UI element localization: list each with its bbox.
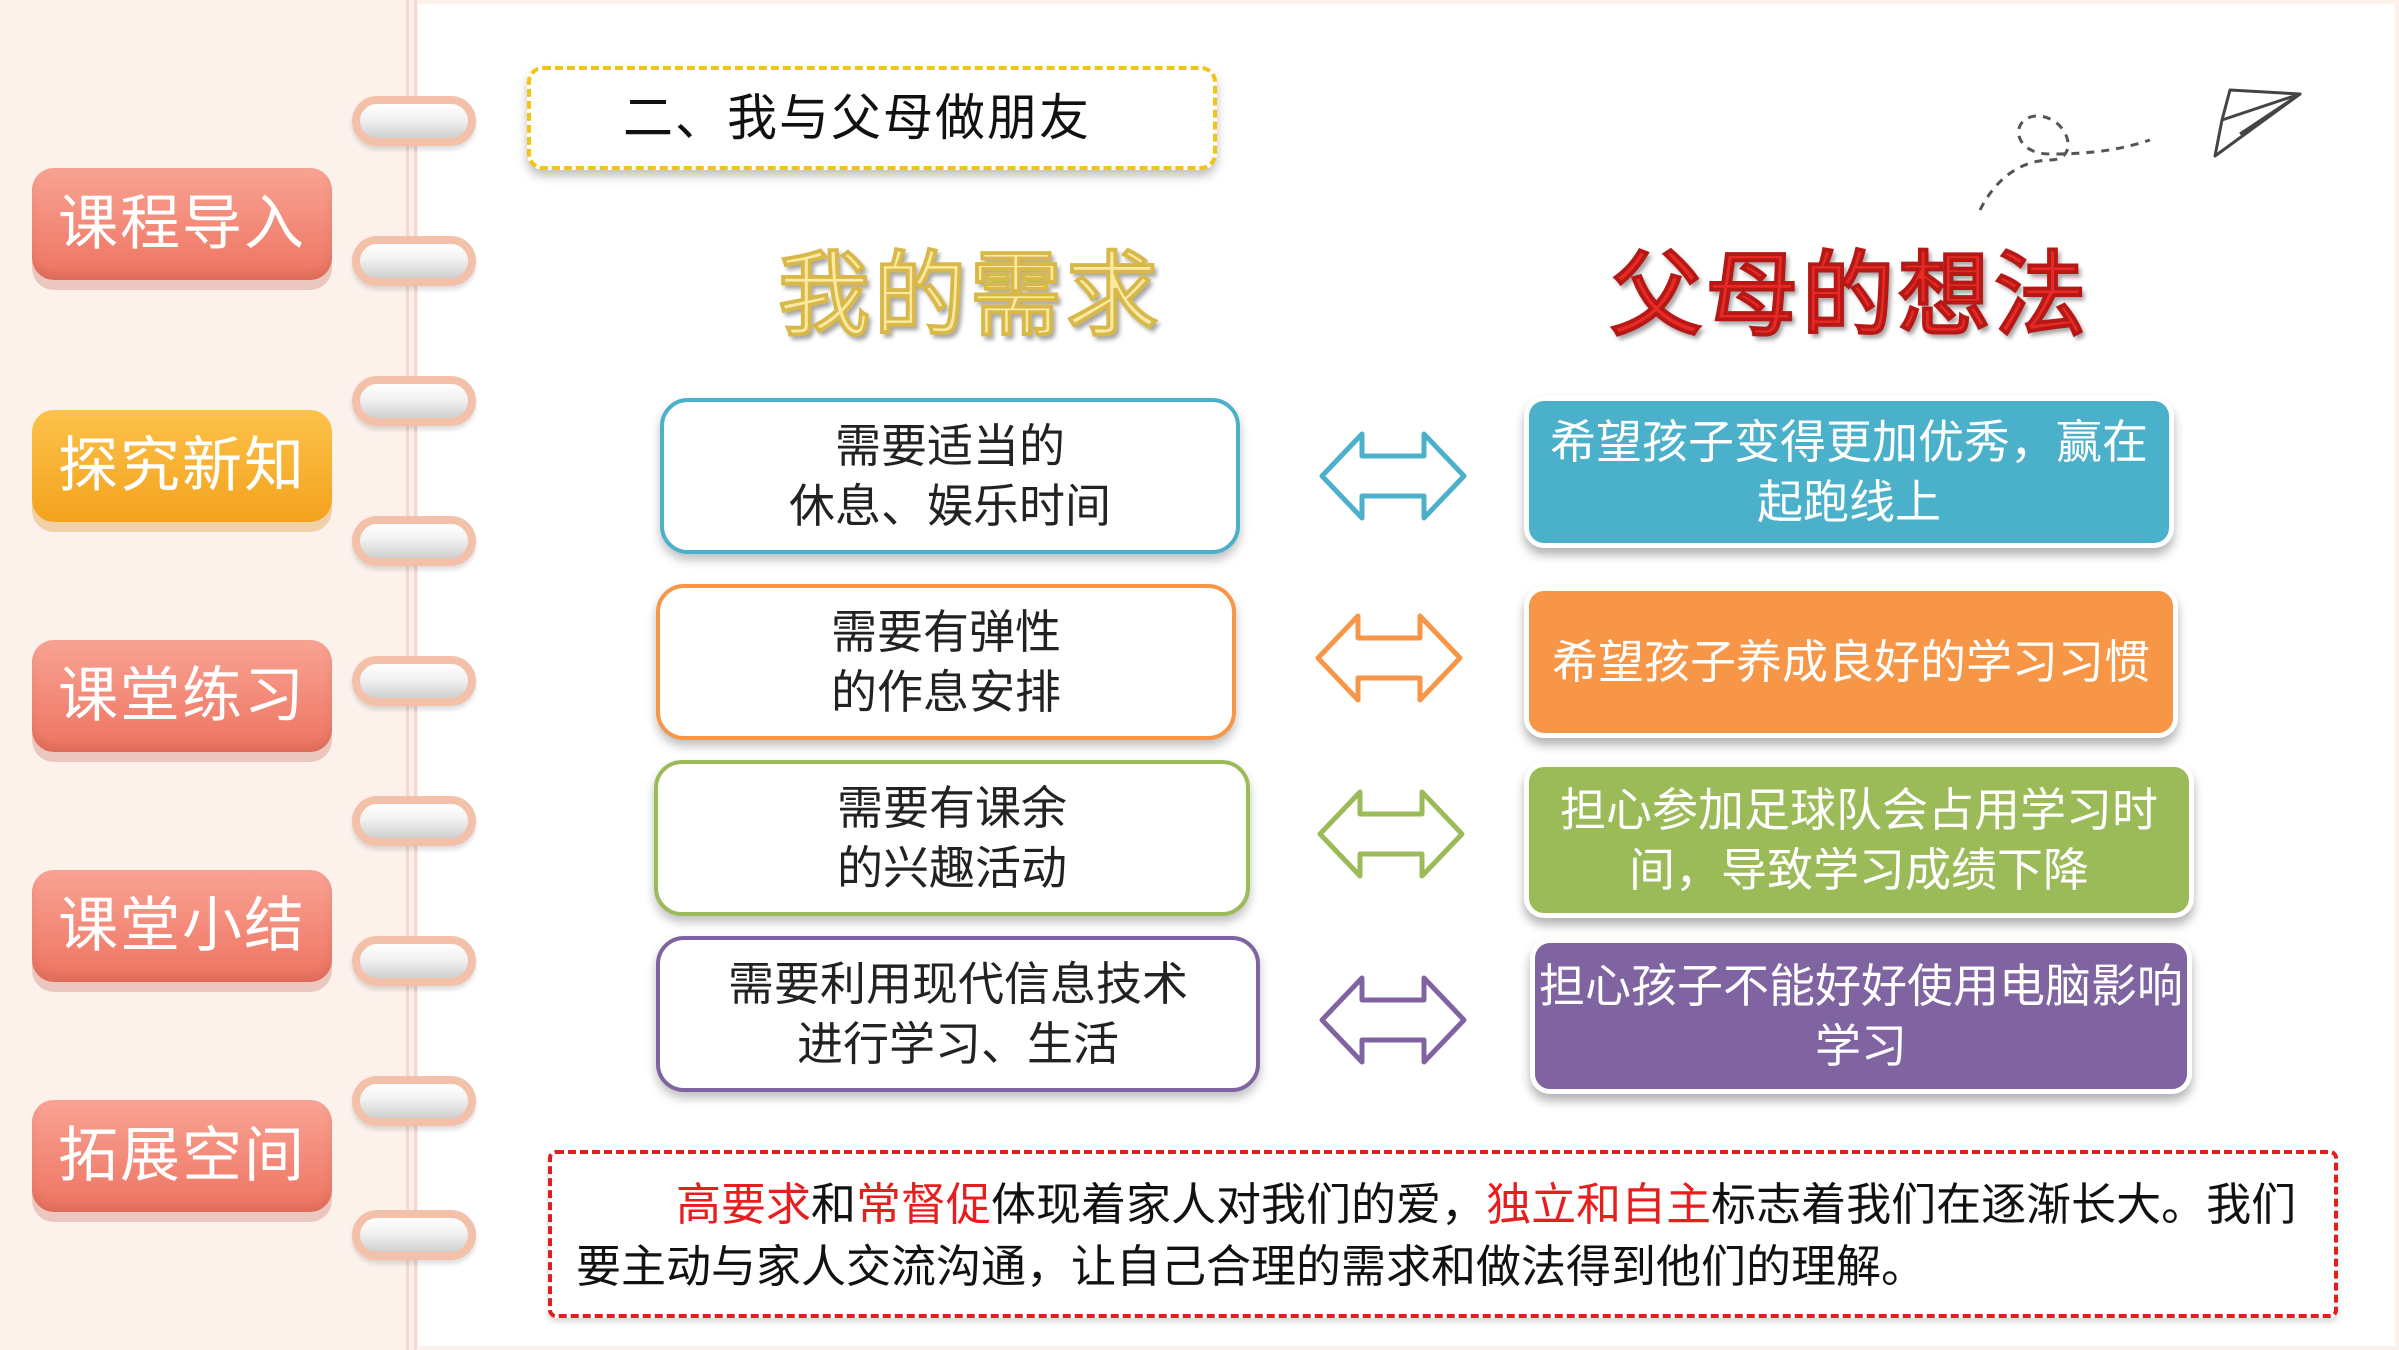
double-arrow-icon [1319,975,1467,1065]
parent-thought-box-football: 担心参加足球队会占用学习时间，导致学习成绩下降 [1524,762,2194,918]
binder-ring [352,656,476,706]
parent-thought-box-habits: 希望孩子养成良好的学习习惯 [1524,586,2178,738]
nav-tab-explore[interactable]: 探究新知 [32,410,332,522]
section-title: 二、我与父母做朋友 [527,66,1217,170]
binder-ring [352,96,476,146]
nav-tab-summary[interactable]: 课堂小结 [32,870,332,982]
double-arrow-icon [1319,431,1467,521]
binder-ring [352,1076,476,1126]
parent-thought-box-computer: 担心孩子不能好好使用电脑影响学习 [1530,938,2192,1094]
binder-ring [352,1210,476,1260]
nav-tab-extension[interactable]: 拓展空间 [32,1100,332,1212]
double-arrow-icon [1317,789,1465,879]
parents-thoughts-heading: 父母的想法 [1610,241,2091,350]
my-needs-heading: 我的需求 [777,241,1162,350]
need-box-rest: 需要适当的休息、娱乐时间 [660,398,1240,554]
binder-ring [352,796,476,846]
double-arrow-icon [1315,613,1463,703]
binder-ring [352,236,476,286]
need-box-schedule: 需要有弹性的作息安排 [656,584,1236,740]
nav-tab-course-intro[interactable]: 课程导入 [32,168,332,280]
binder-ring [352,376,476,426]
need-box-interests: 需要有课余的兴趣活动 [654,760,1250,916]
paper-plane-icon [1978,88,2302,211]
nav-tab-practice[interactable]: 课堂练习 [32,640,332,752]
binder-ring [352,516,476,566]
summary-box: 高要求和常督促体现着家人对我们的爱，独立和自主标志着我们在逐渐长大。我们要主动与… [548,1150,2338,1318]
need-box-technology: 需要利用现代信息技术进行学习、生活 [656,936,1260,1092]
parent-thought-box-excellence: 希望孩子变得更加优秀，赢在起跑线上 [1524,396,2174,548]
summary-text: 高要求和常督促体现着家人对我们的爱，独立和自主标志着我们在逐渐长大。我们要主动与… [576,1178,2297,1293]
binder-ring [352,936,476,986]
